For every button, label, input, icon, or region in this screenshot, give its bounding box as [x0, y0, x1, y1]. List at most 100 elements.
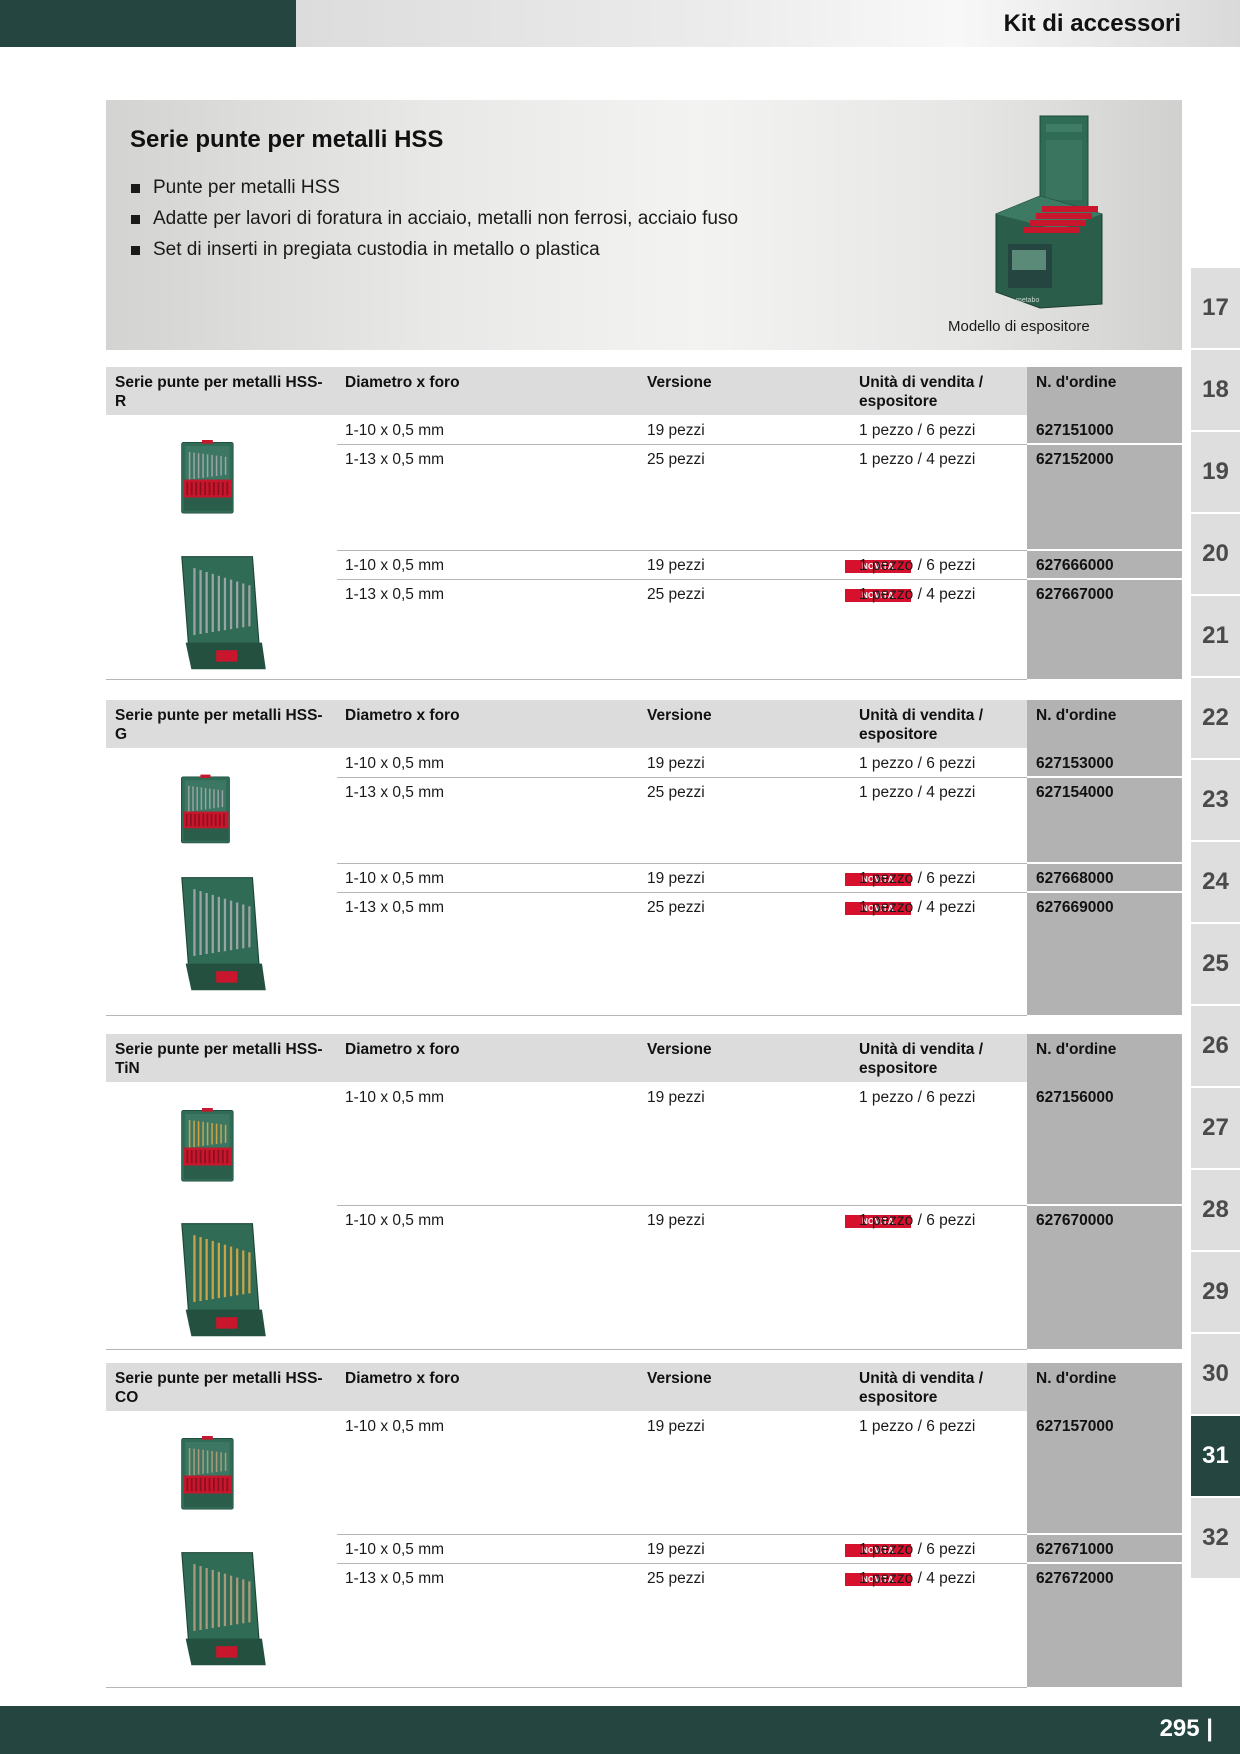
- cell-diameter: 1-10 x 0,5 mm: [345, 1212, 445, 1229]
- chapter-tab-28[interactable]: 28: [1191, 1170, 1240, 1250]
- group-divider: [337, 863, 1027, 864]
- column-header-diameter: Diametro x foro: [345, 1041, 460, 1058]
- cell-version: 19 pezzi: [647, 1541, 705, 1558]
- order-column-bg: [1027, 1411, 1182, 1687]
- cell-version: 19 pezzi: [647, 1212, 705, 1229]
- cell-diameter: 1-10 x 0,5 mm: [345, 422, 445, 439]
- intro-bullet: Punte per metalli HSS: [130, 172, 738, 203]
- group-divider: [337, 1205, 1027, 1206]
- product-image-plastic-case: [172, 1218, 268, 1347]
- cell-unit: 1 pezzo / 6 pezzi: [859, 1541, 976, 1558]
- page-title: Kit di accessori: [1003, 10, 1181, 37]
- intro-title: Serie punte per metalli HSS: [130, 126, 444, 153]
- chapter-tab-21[interactable]: 21: [1191, 596, 1240, 676]
- table-header: Serie punte per metalli HSS-G Diametro x …: [106, 700, 1182, 748]
- chapter-tab-20[interactable]: 20: [1191, 514, 1240, 594]
- cell-version: 19 pezzi: [647, 557, 705, 574]
- chapter-tab-25[interactable]: 25: [1191, 924, 1240, 1004]
- chapter-tab-17[interactable]: 17: [1191, 268, 1240, 348]
- chapter-tab-22[interactable]: 22: [1191, 678, 1240, 758]
- chapter-tab-30[interactable]: 30: [1191, 1334, 1240, 1414]
- intro-bullet-list: Punte per metalli HSS Adatte per lavori …: [130, 172, 738, 265]
- cell-diameter: 1-13 x 0,5 mm: [345, 899, 445, 916]
- column-header-order-number: N. d'ordine: [1036, 1041, 1117, 1058]
- section-divider: [106, 1687, 1027, 1688]
- display-caption: Modello di espositore: [948, 318, 1090, 335]
- section-divider: [106, 1349, 1027, 1350]
- cell-version: 25 pezzi: [647, 899, 705, 916]
- cell-diameter: 1-13 x 0,5 mm: [345, 1570, 445, 1587]
- chapter-tab-32[interactable]: 32: [1191, 1498, 1240, 1578]
- column-header-diameter: Diametro x foro: [345, 374, 460, 391]
- chapter-tab-23[interactable]: 23: [1191, 760, 1240, 840]
- chapter-tab-18[interactable]: 18: [1191, 350, 1240, 430]
- column-header-order-number: N. d'ordine: [1036, 707, 1117, 724]
- column-header-unit: Unità di vendita / espositore: [859, 1041, 984, 1077]
- section-name: Serie punte per metalli HSS-TiN: [115, 1041, 323, 1077]
- cell-order-number: 627667000: [1027, 578, 1182, 603]
- product-image-metal-case: [178, 752, 234, 875]
- product-image-plastic-case: [172, 872, 268, 1001]
- cell-order-number: 627156000: [1036, 1089, 1114, 1106]
- section-divider: [106, 1015, 1027, 1016]
- cell-unit: 1 pezzo / 6 pezzi: [859, 1212, 976, 1229]
- cell-order-number: 627669000: [1027, 891, 1182, 916]
- cell-unit: 1 pezzo / 4 pezzi: [859, 899, 976, 916]
- cell-unit: 1 pezzo / 6 pezzi: [859, 557, 976, 574]
- product-section: Serie punte per metalli HSS-TiN Diametro …: [106, 1034, 1182, 1350]
- cell-unit: 1 pezzo / 4 pezzi: [859, 451, 976, 468]
- new-badge: NOVITÀ: [845, 1573, 911, 1586]
- footer-band: 295 |: [0, 1706, 1240, 1754]
- chapter-tab-27[interactable]: 27: [1191, 1088, 1240, 1168]
- cell-diameter: 1-13 x 0,5 mm: [345, 586, 445, 603]
- group-divider: [337, 550, 1027, 551]
- product-section: Serie punte per metalli HSS-G Diametro x …: [106, 700, 1182, 1016]
- new-badge: NOVITÀ: [845, 902, 911, 915]
- display-brand-text: metabo: [1016, 297, 1039, 304]
- cell-order-number: 627666000: [1036, 557, 1114, 574]
- column-header-order-number: N. d'ordine: [1036, 1370, 1117, 1387]
- cell-diameter: 1-10 x 0,5 mm: [345, 557, 445, 574]
- chapter-tab-24[interactable]: 24: [1191, 842, 1240, 922]
- cell-version: 19 pezzi: [647, 870, 705, 887]
- chapter-tab-29[interactable]: 29: [1191, 1252, 1240, 1332]
- product-image-plastic-case: [172, 1547, 268, 1676]
- cell-order-number: 627151000: [1036, 422, 1114, 439]
- cell-version: 25 pezzi: [647, 784, 705, 801]
- cell-unit: 1 pezzo / 6 pezzi: [859, 755, 976, 772]
- product-image-metal-case: [178, 419, 238, 544]
- section-name: Serie punte per metalli HSS-CO: [115, 1370, 323, 1406]
- chapter-tab-31[interactable]: 31: [1191, 1416, 1240, 1496]
- intro-box: Serie punte per metalli HSS Punte per me…: [106, 100, 1182, 350]
- cell-order-number: 627152000: [1027, 443, 1182, 468]
- column-header-order-number: N. d'ordine: [1036, 374, 1117, 391]
- cell-order-number: 627668000: [1036, 870, 1114, 887]
- cell-version: 19 pezzi: [647, 1418, 705, 1435]
- section-name: Serie punte per metalli HSS-G: [115, 707, 323, 743]
- cell-order-number: 627671000: [1036, 1541, 1114, 1558]
- display-stand-image: metabo: [995, 115, 1103, 309]
- cell-version: 19 pezzi: [647, 1089, 705, 1106]
- column-header-unit: Unità di vendita / espositore: [859, 1370, 984, 1406]
- chapter-tab-26[interactable]: 26: [1191, 1006, 1240, 1086]
- cell-unit: 1 pezzo / 4 pezzi: [859, 1570, 976, 1587]
- cell-version: 19 pezzi: [647, 755, 705, 772]
- column-header-diameter: Diametro x foro: [345, 707, 460, 724]
- section-name: Serie punte per metalli HSS-R: [115, 374, 323, 410]
- new-badge: NOVITÀ: [845, 1544, 911, 1557]
- chapter-tab-19[interactable]: 19: [1191, 432, 1240, 512]
- cell-diameter: 1-13 x 0,5 mm: [345, 784, 445, 801]
- product-section: Serie punte per metalli HSS-R Diametro x …: [106, 367, 1182, 680]
- table-header: Serie punte per metalli HSS-R Diametro x …: [106, 367, 1182, 415]
